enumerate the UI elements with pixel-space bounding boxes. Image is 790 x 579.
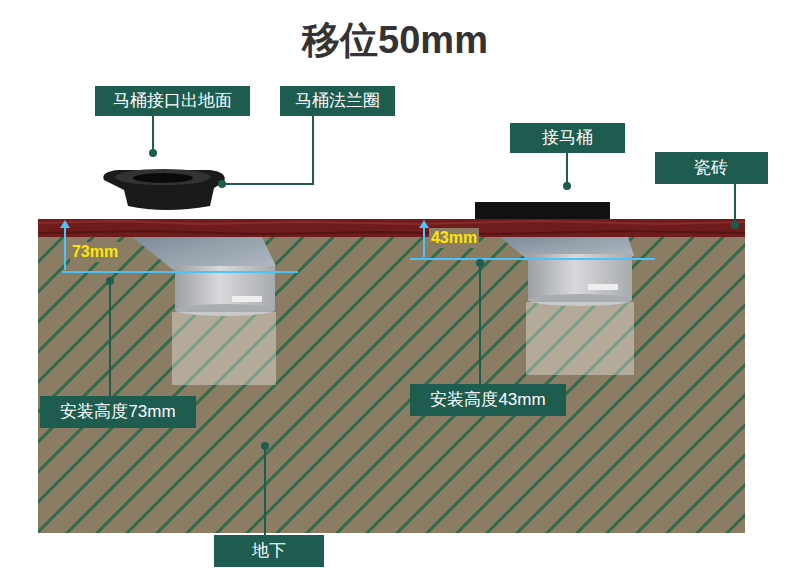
toilet-connector xyxy=(475,202,610,219)
label-text: 马桶接口出地面 xyxy=(113,91,232,111)
title: 移位50mm xyxy=(302,15,488,66)
toilet-flange xyxy=(103,169,224,210)
label-box: 马桶法兰圈 xyxy=(280,86,395,116)
label-box: 安装高度73mm xyxy=(40,396,196,428)
label-box: 瓷砖 xyxy=(655,152,768,184)
label-text: 安装高度73mm xyxy=(60,402,175,422)
label-box: 安装高度43mm xyxy=(410,384,566,416)
pipe-ghost xyxy=(172,312,276,385)
label-text: 马桶法兰圈 xyxy=(295,91,380,111)
label-box: 接马桶 xyxy=(510,123,625,153)
label-text: 安装高度43mm xyxy=(430,390,545,410)
dimension-label: 73mm xyxy=(70,242,120,261)
dimension-label: 43mm xyxy=(429,228,479,247)
label-box: 地下 xyxy=(214,535,324,567)
tile-layer xyxy=(38,219,745,237)
label-text: 瓷砖 xyxy=(694,158,728,178)
label-box: 马桶接口出地面 xyxy=(95,86,250,116)
dimension-line xyxy=(62,225,655,272)
label-text: 地下 xyxy=(252,541,286,561)
leader-line xyxy=(110,116,735,535)
pipe-ghost xyxy=(526,302,634,375)
leader-dot xyxy=(106,149,739,450)
ground xyxy=(38,236,745,533)
pipe xyxy=(528,254,632,300)
label-text: 接马桶 xyxy=(542,128,593,148)
